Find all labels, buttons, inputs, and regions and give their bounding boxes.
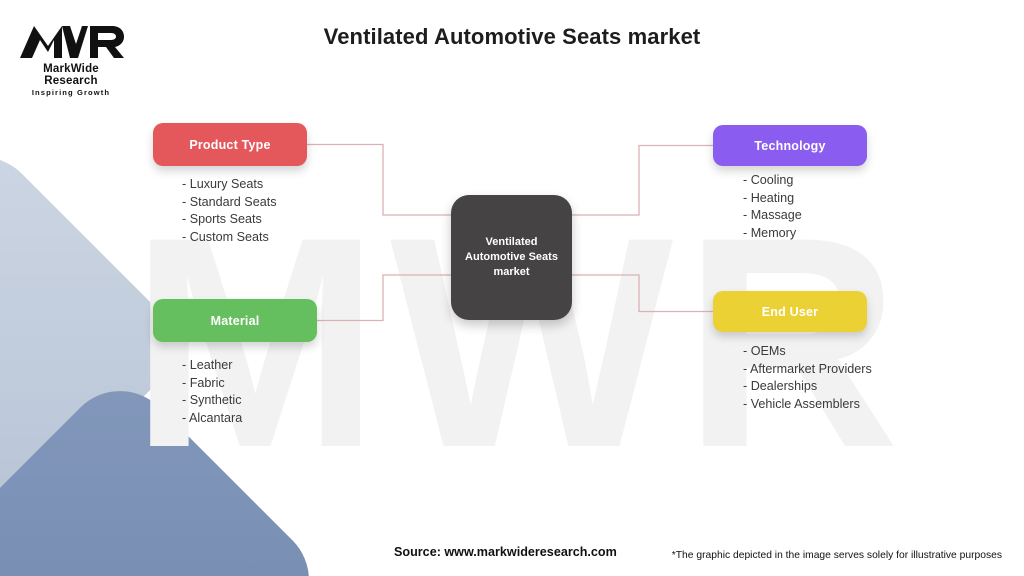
- center-node-line-1: Ventilated: [485, 236, 538, 248]
- list-item: - Aftermarket Providers: [743, 361, 872, 376]
- connector-end-user: [572, 274, 713, 313]
- center-node[interactable]: Ventilated Automotive Seats market: [451, 195, 572, 320]
- list-item: - Alcantara: [182, 410, 243, 425]
- list-item: - Synthetic: [182, 393, 242, 407]
- branch-node-technology[interactable]: Technology: [713, 125, 867, 166]
- page-title: Ventilated Automotive Seats market: [323, 24, 701, 49]
- branch-node-material[interactable]: Material: [153, 299, 317, 342]
- connector-product-type: [307, 143, 451, 216]
- connector-technology: [572, 144, 713, 216]
- mwr-logo-icon: [20, 26, 124, 58]
- list-item: - Fabric: [182, 375, 225, 390]
- center-node-label: Ventilated Automotive Seats market: [457, 235, 566, 280]
- list-item: - Heating: [743, 190, 795, 205]
- disclaimer-text: *The graphic depicted in the image serve…: [671, 550, 1002, 561]
- branch-items-product-type: - Luxury Seats - Standard Seats - Sports…: [182, 176, 277, 246]
- branch-items-end-user: - OEMs - Aftermarket Providers - Dealers…: [743, 343, 872, 413]
- center-node-line-2: Automotive Seats: [465, 251, 558, 263]
- branch-node-end-user[interactable]: End User: [713, 291, 867, 332]
- list-item: - Cooling: [743, 173, 794, 187]
- list-item: - Memory: [743, 225, 797, 240]
- list-item: - Massage: [743, 208, 802, 222]
- list-item: - Vehicle Assemblers: [743, 396, 860, 411]
- branch-label-technology: Technology: [754, 138, 826, 153]
- branch-items-material: - Leather - Fabric - Synthetic - Alcanta…: [182, 357, 242, 427]
- center-node-line-3: market: [493, 266, 530, 278]
- logo-tagline: Inspiring Growth: [31, 88, 111, 97]
- list-item: - Luxury Seats: [182, 177, 264, 191]
- branch-node-product-type[interactable]: Product Type: [153, 123, 307, 166]
- list-item: - Custom Seats: [182, 229, 269, 244]
- connector-material: [317, 274, 451, 322]
- branch-label-material: Material: [210, 313, 260, 328]
- list-item: - Dealerships: [743, 379, 818, 393]
- logo: MarkWide Research Inspiring Growth: [18, 22, 228, 97]
- list-item: - Leather: [182, 358, 233, 372]
- source-credit: Source: www.markwideresearch.com: [394, 545, 617, 559]
- list-item: - OEMs: [743, 344, 786, 358]
- branch-label-product-type: Product Type: [189, 137, 271, 152]
- list-item: - Sports Seats: [182, 212, 262, 226]
- branch-items-technology: - Cooling - Heating - Massage - Memory: [743, 172, 802, 242]
- list-item: - Standard Seats: [182, 194, 277, 209]
- branch-label-end-user: End User: [761, 304, 819, 319]
- logo-brand-name: MarkWide Research: [43, 63, 99, 87]
